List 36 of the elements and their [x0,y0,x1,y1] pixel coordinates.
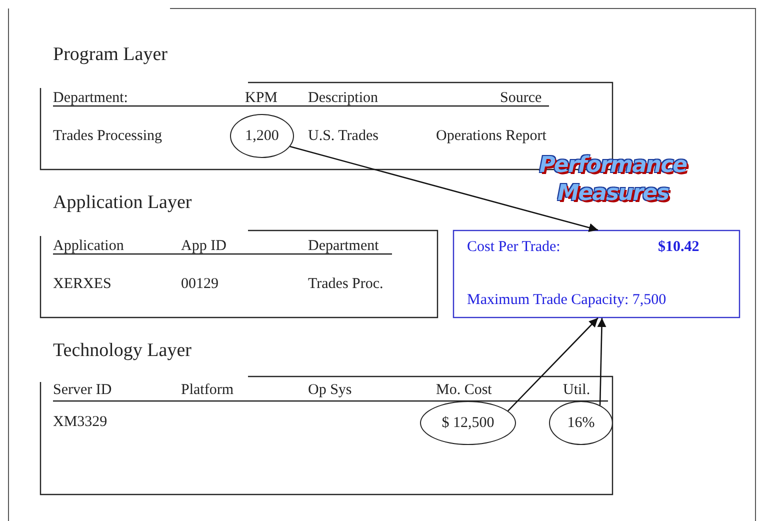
table-cell-text: Server ID [53,381,112,399]
table-cell-text: Trades Proc. [308,275,384,293]
wordart-heading: Performance Measures [538,152,688,208]
measure-value: $10.42 [658,238,700,256]
table-cell-text: Platform [181,381,234,399]
highlight-ellipse [230,114,294,158]
table-cell-text: Operations Report [436,127,546,145]
circled-value: 1,200 [245,127,279,145]
circled-value: $ 12,500 [442,414,494,432]
table-cell-text: XM3329 [53,413,108,431]
table-cell-text: Department [308,237,379,255]
table-cell-text: U.S. Trades [308,127,378,145]
layer-heading: Application Layer [53,192,192,214]
arrow [508,318,598,412]
measures-panel [453,152,740,318]
table-cell-text: Mo. Cost [436,381,492,399]
circled-value: 16% [567,414,595,432]
table-cell-text: 00129 [181,275,218,293]
table-cell-text: Source [500,89,542,107]
table-cell-text: KPM [245,89,278,107]
layer-heading: Program Layer [53,44,168,66]
table-cell-text: Description [308,89,378,107]
arrow [290,146,598,232]
table-cell-text: Department: [53,89,128,107]
table-cell-text: Trades Processing [53,127,162,145]
measure-label: Cost Per Trade: [467,238,560,256]
table-cell-text: Util. [563,381,590,399]
table-cell-text: App ID [181,237,226,255]
measure-label: Maximum Trade Capacity: 7,500 [467,291,666,309]
layer-heading: Technology Layer [53,340,192,362]
table-cell-text: XERXES [53,275,112,293]
table-cell-text: Op Sys [308,381,352,399]
highlight-ellipse [420,401,516,445]
arrow [597,318,606,406]
highlight-ellipse [549,401,613,445]
table-cell-text: Application [53,237,124,255]
